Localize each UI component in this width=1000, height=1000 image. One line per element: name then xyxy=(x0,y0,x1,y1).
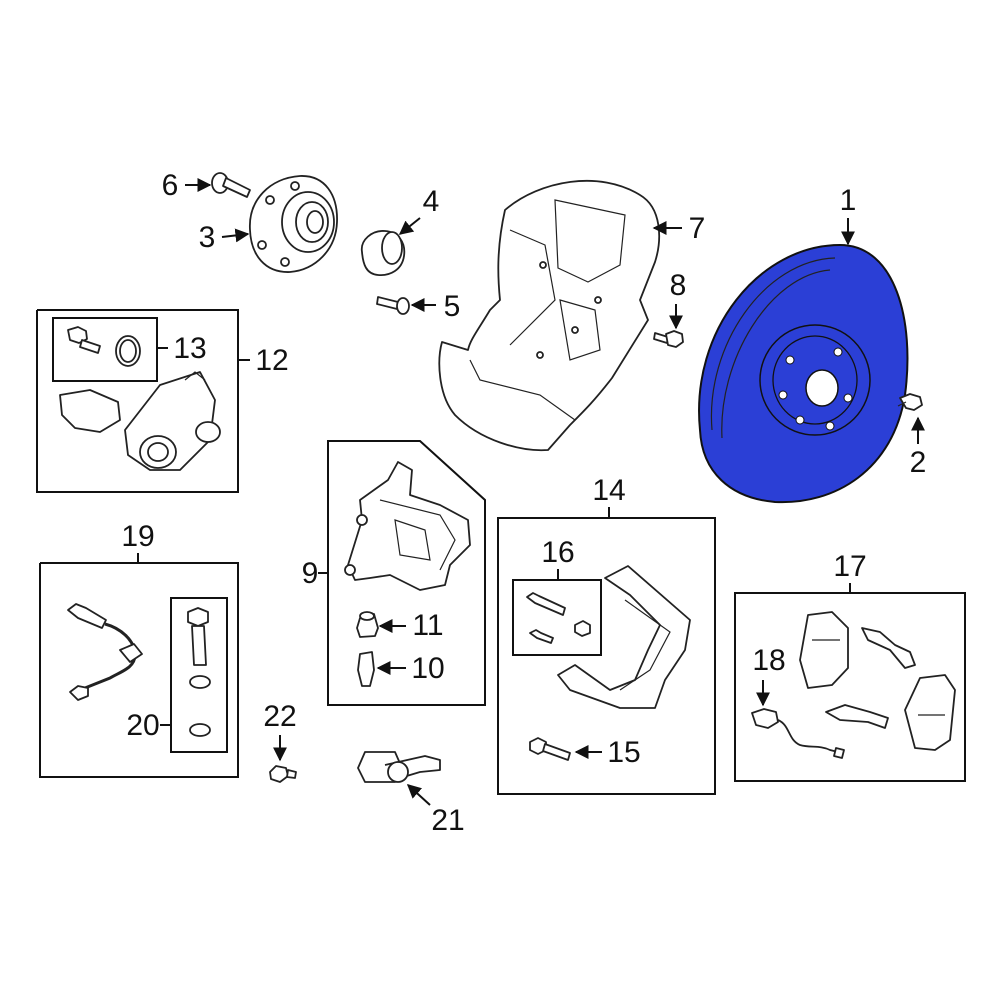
callout-12[interactable]: 12 xyxy=(238,344,289,377)
callout-label-12: 12 xyxy=(255,344,288,377)
callout-3[interactable]: 3 xyxy=(199,221,250,254)
callout-label-16: 16 xyxy=(541,536,574,569)
guide-pin-part[interactable] xyxy=(526,592,591,644)
callout-label-19: 19 xyxy=(121,520,154,553)
callout-label-15: 15 xyxy=(607,736,640,769)
callout-21[interactable]: 21 xyxy=(406,784,465,837)
callout-label-7: 7 xyxy=(689,212,706,245)
callout-10[interactable]: 10 xyxy=(376,652,445,685)
callout-label-22: 22 xyxy=(263,700,296,733)
callout-label-20: 20 xyxy=(126,709,159,742)
pad-clips-part[interactable] xyxy=(825,627,916,729)
callout-label-6: 6 xyxy=(162,169,179,202)
callout-label-8: 8 xyxy=(670,269,687,302)
hub-bolt-part[interactable] xyxy=(211,172,251,198)
callout-20[interactable]: 20 xyxy=(126,709,171,742)
motor-bolt-part[interactable] xyxy=(67,326,101,354)
caliper-part[interactable] xyxy=(344,461,471,591)
callout-label-2: 2 xyxy=(910,446,927,479)
callout-1[interactable]: 1 xyxy=(840,184,857,246)
callout-22[interactable]: 22 xyxy=(263,700,297,762)
callout-8[interactable]: 8 xyxy=(669,269,687,330)
bracket-bolt-part[interactable] xyxy=(529,737,571,761)
box-19 xyxy=(39,562,239,778)
caliper-bracket-part[interactable] xyxy=(557,565,691,709)
callout-label-11: 11 xyxy=(412,609,443,642)
callout-13[interactable]: 13 xyxy=(157,332,207,365)
shield-mount-bolt-part[interactable] xyxy=(653,330,684,348)
callout-label-1: 1 xyxy=(840,184,857,217)
callout-18[interactable]: 18 xyxy=(752,644,786,707)
brake-hose-part[interactable] xyxy=(67,603,143,701)
callout-label-18: 18 xyxy=(752,644,785,677)
splash-shield-part[interactable] xyxy=(438,179,661,452)
box-9 xyxy=(327,440,486,706)
callout-7[interactable]: 7 xyxy=(652,212,706,245)
banjo-bolt-part[interactable] xyxy=(187,607,211,737)
callout-11[interactable]: 11 xyxy=(378,609,444,642)
callout-15[interactable]: 15 xyxy=(574,736,641,769)
callout-label-4: 4 xyxy=(423,185,440,218)
callout-label-21: 21 xyxy=(431,804,464,837)
parking-brake-motor-part[interactable] xyxy=(59,371,221,471)
callout-label-14: 14 xyxy=(592,474,625,507)
callout-label-3: 3 xyxy=(199,221,216,254)
callout-5[interactable]: 5 xyxy=(410,290,461,323)
box-13 xyxy=(52,317,158,382)
callout-label-10: 10 xyxy=(411,652,444,685)
callout-6[interactable]: 6 xyxy=(162,169,212,202)
callout-label-13: 13 xyxy=(173,332,206,365)
box-20 xyxy=(170,597,228,753)
callout-label-9: 9 xyxy=(302,557,319,590)
callout-17[interactable]: 17 xyxy=(833,550,867,593)
brake-pads-part[interactable] xyxy=(799,611,956,751)
box-12 xyxy=(36,309,239,493)
callout-9[interactable]: 9 xyxy=(302,557,328,590)
hub-bearing-part[interactable] xyxy=(249,175,338,273)
shield-bolt-part[interactable] xyxy=(376,296,410,315)
abs-sensor-part[interactable] xyxy=(357,751,441,783)
callout-label-17: 17 xyxy=(833,550,866,583)
callout-4[interactable]: 4 xyxy=(398,185,440,235)
box-14 xyxy=(497,517,716,795)
rotor-screw-part[interactable] xyxy=(897,393,923,411)
callout-14[interactable]: 14 xyxy=(592,474,626,518)
brake-rotor-part[interactable] xyxy=(698,243,909,504)
o-ring-part[interactable] xyxy=(115,335,141,367)
clip-part[interactable] xyxy=(269,765,297,783)
callout-label-5: 5 xyxy=(444,290,461,323)
box-16 xyxy=(512,579,602,656)
wear-sensor-part[interactable] xyxy=(751,708,845,759)
bleeder-cap-part[interactable] xyxy=(356,611,379,638)
callout-19[interactable]: 19 xyxy=(121,520,155,563)
bleeder-screw-part[interactable] xyxy=(357,651,375,687)
dust-cap-part[interactable] xyxy=(360,230,406,276)
callout-16[interactable]: 16 xyxy=(541,536,575,580)
callout-2[interactable]: 2 xyxy=(910,416,927,479)
